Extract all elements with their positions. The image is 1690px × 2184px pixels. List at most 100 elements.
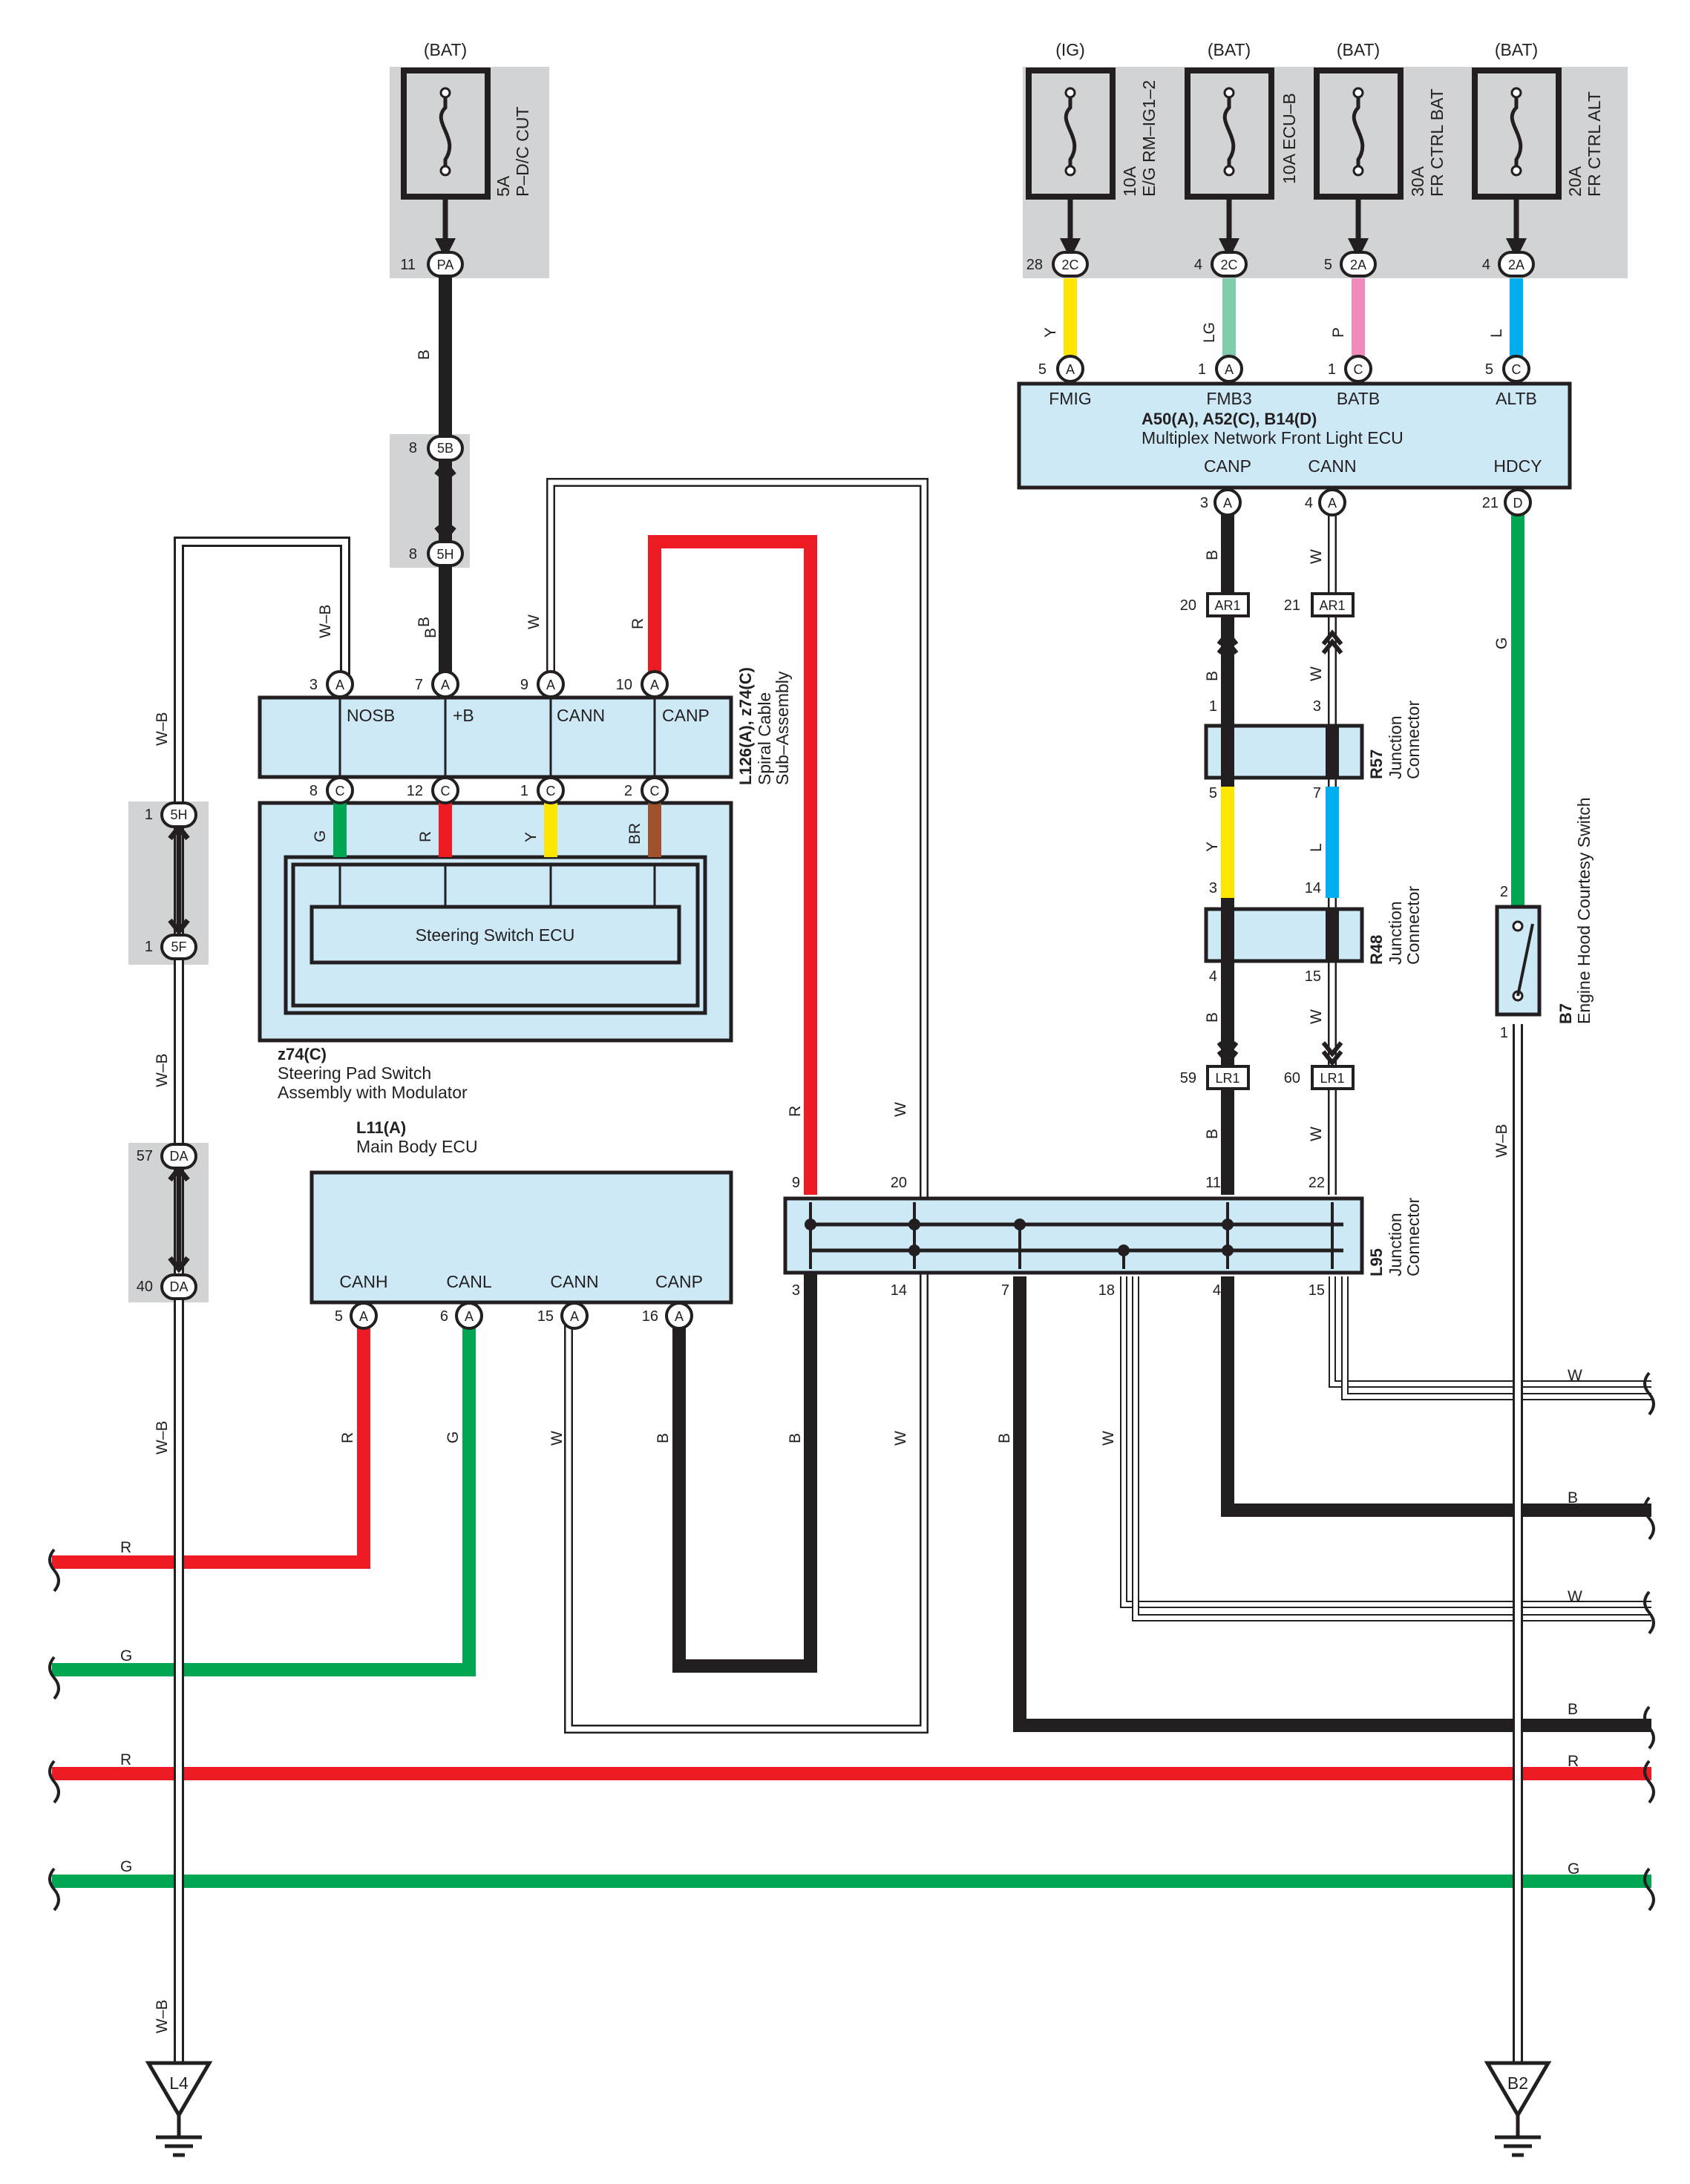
main-body-ecu — [309, 1170, 733, 1305]
da-conn-57: DA — [169, 1149, 188, 1164]
spiral-pin-1: 1 — [520, 783, 528, 799]
wb-label-2: W–B — [154, 1053, 171, 1087]
lr1-pin-59: 59 — [1180, 1070, 1196, 1086]
b7-ref: B7 — [1556, 1003, 1575, 1024]
main-pin-6: 6 — [440, 1308, 448, 1325]
l95-pin-3: 3 — [792, 1282, 800, 1299]
pad-y-label: Y — [523, 832, 540, 842]
l95-pin-22: 22 — [1309, 1175, 1325, 1191]
side-w-label-1: W — [1568, 1367, 1582, 1384]
side-r-label-2: R — [120, 1751, 131, 1768]
fuse-pd-amp: 5A — [494, 175, 513, 197]
spiral-name: Spiral Cable — [755, 692, 774, 785]
ecu-pin-fmb3-num: 1 — [1198, 361, 1206, 378]
fuse4-amp: 20A — [1565, 165, 1585, 197]
main-conn-5: A — [359, 1309, 368, 1324]
fuse2-source: (BAT) — [1208, 40, 1251, 59]
side-w-label-2: W — [1568, 1588, 1582, 1605]
r57-pin-7: 7 — [1313, 785, 1321, 801]
r48-ref: R48 — [1367, 935, 1386, 965]
5f-conn: 5F — [171, 939, 186, 954]
fuse3-source: (BAT) — [1337, 40, 1380, 59]
ground-l4-label: L4 — [169, 2073, 189, 2093]
ecu-pin-altb-conn: C — [1512, 362, 1522, 377]
main-pin-15: 15 — [537, 1308, 554, 1325]
l95-name2: Connector — [1404, 1198, 1423, 1276]
fuse2-wire: LG — [1201, 322, 1218, 343]
ar1-conn-21: AR1 — [1319, 598, 1345, 613]
ground-b2 — [1484, 2061, 1552, 2157]
spiral-cable-box — [258, 695, 733, 779]
r48-w-label: W — [1308, 1009, 1325, 1024]
da-pin-57: 57 — [137, 1148, 153, 1164]
side-g-label-2: G — [120, 1858, 132, 1875]
ecu-pin-hdcy-conn: D — [1513, 496, 1523, 511]
r57-ref: R57 — [1367, 750, 1386, 779]
side-r-label-right: R — [1568, 1753, 1579, 1770]
lr1-conn-59: LR1 — [1215, 1071, 1239, 1086]
side-g-label-1: G — [120, 1647, 132, 1665]
ground-b2-label: B2 — [1507, 2073, 1528, 2093]
pin-circles — [326, 355, 1532, 1330]
spiral-pin-10: 10 — [616, 677, 632, 693]
side-r-label-1: R — [120, 1539, 131, 1556]
spiral-label-canp: CANP — [662, 706, 710, 725]
spiral-conn-7: A — [441, 678, 450, 692]
ar1-w-label: W — [1308, 666, 1325, 681]
r57-pin-3: 3 — [1313, 698, 1321, 715]
ecu-label-altb: ALTB — [1496, 389, 1537, 408]
cann-w-label: W — [548, 1431, 566, 1446]
l95-junction — [783, 1196, 1364, 1275]
5b-conn: 5B — [437, 441, 453, 456]
ar1-b-label: B — [1204, 671, 1221, 681]
da-pin-40: 40 — [137, 1279, 153, 1295]
canp-b-wire — [672, 1269, 817, 1673]
ground-l4 — [145, 2061, 213, 2157]
pa-wire: B — [416, 350, 433, 360]
ecu-label-batb: BATB — [1337, 389, 1380, 408]
main-label-canl: CANL — [446, 1272, 492, 1291]
spiral-conn-3: A — [335, 678, 344, 692]
wire-break-marks — [48, 1371, 1655, 1912]
steering-switch-ecu-label: Steering Switch ECU — [416, 925, 575, 945]
spiral-w-label: W — [525, 614, 543, 629]
fuses-right — [1026, 68, 1562, 259]
wb-label-4: W–B — [154, 1999, 171, 2033]
fuse4-name: FR CTRL ALT — [1585, 91, 1604, 197]
spiral-b-label: B — [422, 628, 439, 638]
r48-b-label: B — [1204, 1012, 1221, 1023]
5h-pin-top: 8 — [409, 546, 417, 563]
fuse-pd-cut — [401, 68, 491, 259]
r57-name: Junction — [1386, 715, 1405, 779]
spiral-conn-12: C — [441, 784, 451, 798]
main-pin-16: 16 — [642, 1308, 658, 1325]
fuse1-conn: 2C — [1061, 258, 1078, 272]
spiral-pin-3: 3 — [309, 677, 318, 693]
main-label-cann: CANN — [550, 1272, 598, 1291]
side-b-label-2: B — [1568, 1701, 1578, 1718]
ecu-label-cann: CANN — [1308, 456, 1356, 476]
connector-pills — [160, 251, 1535, 1300]
r48-name: Junction — [1386, 901, 1405, 965]
b7-pin-2: 2 — [1500, 884, 1508, 900]
fuse1-amp: 10A — [1120, 165, 1139, 197]
5f-pin: 1 — [145, 939, 153, 955]
ecu-pin-altb-num: 5 — [1485, 361, 1493, 378]
fuse3-pin: 5 — [1324, 257, 1332, 273]
front-light-ecu — [1017, 381, 1572, 490]
spiral-conn-10: A — [650, 678, 659, 692]
spiral-label-plusb: +B — [453, 706, 474, 725]
spiral-pin-7: 7 — [415, 677, 423, 693]
b7-name: Engine Hood Courtesy Switch — [1574, 797, 1594, 1024]
wb-label-3: W–B — [154, 1420, 171, 1455]
ar1-lr1-boxes — [1206, 592, 1355, 1090]
spiral-name2: Sub–Assembly — [773, 671, 792, 785]
l95-pin-7: 7 — [1001, 1282, 1009, 1299]
fuse1-wire: Y — [1042, 327, 1059, 338]
b7-hood-switch — [1495, 905, 1542, 1017]
pad-br-label: BR — [626, 823, 643, 845]
ecu-label-hdcy: HDCY — [1493, 456, 1542, 476]
r57-pin-5: 5 — [1209, 785, 1217, 801]
fuse-pd-name: P–D/C CUT — [513, 107, 532, 197]
